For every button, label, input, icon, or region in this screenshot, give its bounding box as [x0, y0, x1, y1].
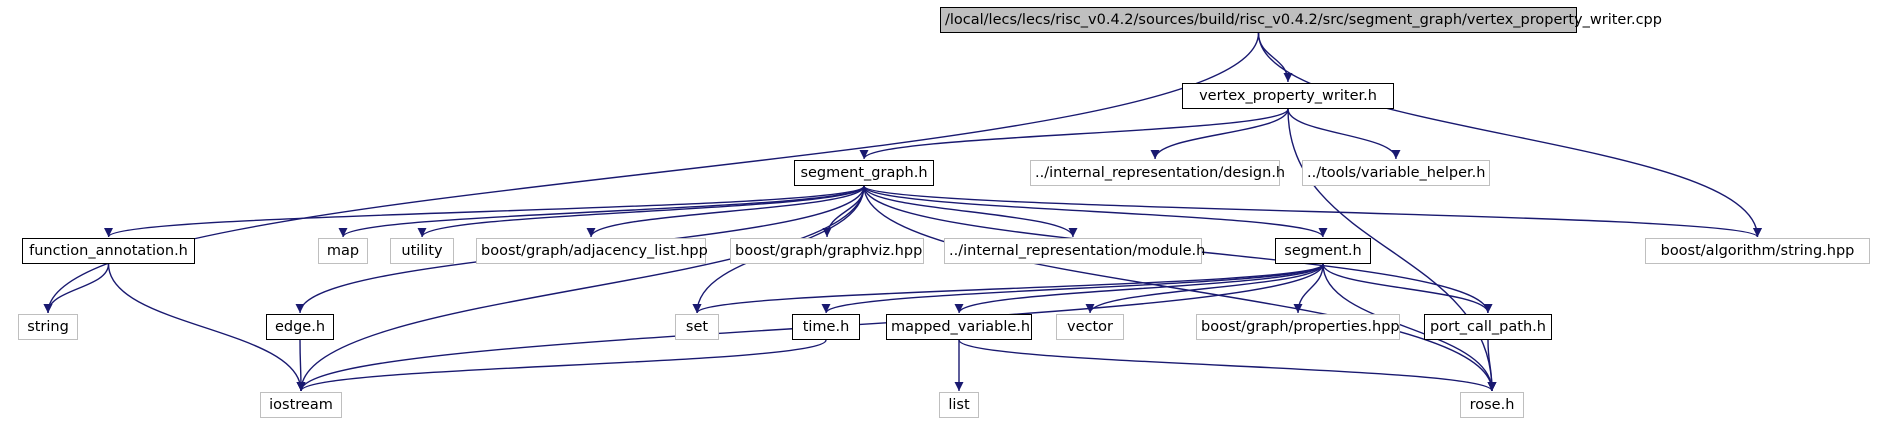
node-vertex-property-writer-h[interactable]: vertex_property_writer.h — [1182, 83, 1394, 109]
node-utility[interactable]: utility — [390, 238, 454, 264]
edge-vpw-to-varhelper — [1287, 108, 1401, 160]
node-segment-h[interactable]: segment.h — [1275, 238, 1371, 264]
edge-segment-to-vector — [1085, 263, 1324, 314]
edge-segment-to-pcp — [1322, 263, 1493, 314]
edge-segment-to-props — [1293, 263, 1324, 314]
node-string[interactable]: string — [18, 314, 78, 340]
edge-sg-to-fa — [104, 185, 865, 238]
node-vertex-property-writer-cpp[interactable]: /local/lecs/lecs/risc_v0.4.2/sources/bui… — [940, 7, 1662, 33]
edge-segment-to-rose — [1322, 263, 1497, 392]
node-port-call-path-h[interactable]: port_call_path.h — [1424, 314, 1552, 340]
node-edge-h[interactable]: edge.h — [266, 314, 334, 340]
edge-vpw-to-design — [1150, 108, 1289, 160]
node-function-annotation-h[interactable]: function_annotation.h — [22, 238, 195, 264]
node-boost-algorithm-string-hpp[interactable]: boost/algorithm/string.hpp — [1645, 238, 1870, 264]
node-iostream[interactable]: iostream — [260, 392, 342, 418]
edge-root-to-vpw — [1257, 32, 1293, 83]
node-module-h[interactable]: ../internal_representation/module.h — [944, 238, 1205, 264]
edge-mv-to-rose — [958, 339, 1497, 392]
node-variable-helper-h[interactable]: ../tools/variable_helper.h — [1302, 160, 1490, 186]
edge-segment-to-time — [821, 263, 1324, 314]
edge-vpw-to-sg — [859, 108, 1289, 160]
edge-fa-to-string — [43, 263, 110, 314]
edge-time-to-iostream — [296, 339, 827, 392]
edge-sg-to-balg — [863, 185, 1762, 238]
node-graphviz-hpp[interactable]: boost/graph/graphviz.hpp — [730, 238, 924, 264]
edge-pcp-to-rose — [1487, 339, 1497, 392]
edge-sg-to-segment — [863, 185, 1328, 238]
edge-fa-to-iostream — [107, 263, 306, 392]
edge-sg-to-adj — [586, 185, 865, 238]
node-vector[interactable]: vector — [1056, 314, 1124, 340]
edge-sg-to-iostream — [296, 185, 865, 392]
edge-sg-to-utility — [417, 185, 865, 238]
node-properties-hpp[interactable]: boost/graph/properties.hpp — [1196, 314, 1400, 340]
edge-segment-to-mv — [954, 263, 1324, 314]
edge-segment-to-set — [692, 263, 1324, 314]
edge-sg-to-map — [338, 185, 865, 238]
edge-vpw-to-rose — [1287, 108, 1497, 392]
node-list[interactable]: list — [939, 392, 979, 418]
node-rose-h[interactable]: rose.h — [1460, 392, 1524, 418]
edge-root-to-balg — [1257, 32, 1762, 238]
node-map[interactable]: map — [318, 238, 368, 264]
node-design-h[interactable]: ../internal_representation/design.h — [1030, 160, 1285, 186]
edge-sg-to-module — [863, 185, 1078, 238]
node-segment-graph-h[interactable]: segment_graph.h — [794, 160, 934, 186]
node-mapped-variable-h[interactable]: mapped_variable.h — [886, 314, 1032, 340]
edge-sg-to-rose — [863, 185, 1497, 392]
node-set[interactable]: set — [675, 314, 719, 340]
node-time-h[interactable]: time.h — [792, 314, 860, 340]
node-adjacency-list-hpp[interactable]: boost/graph/adjacency_list.hpp — [476, 238, 708, 264]
